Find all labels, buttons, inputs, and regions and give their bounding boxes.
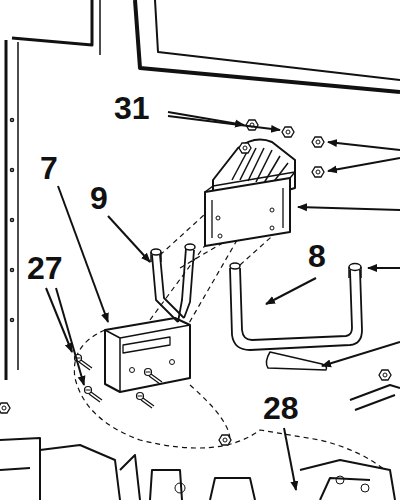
callout-number: 8 (308, 240, 326, 272)
callout-number: 27 (27, 252, 63, 284)
callout-number: 28 (263, 392, 299, 424)
callout-number: 7 (40, 152, 58, 184)
callout-number: 31 (114, 92, 150, 124)
callout-number: 9 (90, 182, 108, 214)
